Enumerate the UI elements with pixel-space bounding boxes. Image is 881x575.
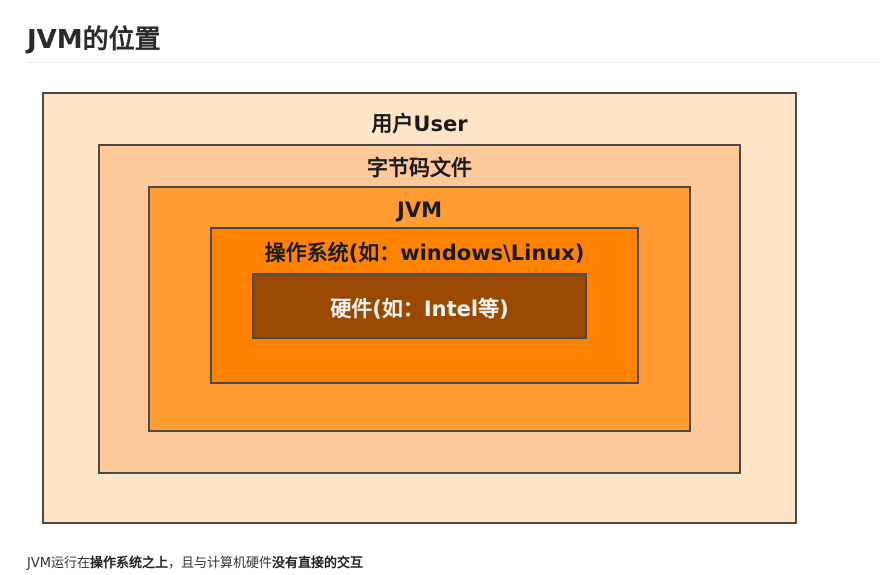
diagram-caption: JVM运行在操作系统之上，且与计算机硬件没有直接的交互 — [27, 554, 363, 574]
section-title: JVM的位置 — [27, 25, 161, 55]
layer-hardware-label: 硬件(如：Intel等) — [330, 297, 509, 321]
layer-hardware: 硬件(如：Intel等) — [252, 273, 587, 339]
caption-emphasis-2: 没有直接的交互 — [271, 556, 363, 571]
layer-user-label: 用户User — [371, 112, 468, 136]
caption-text-2: ，且与计算机硬件 — [167, 556, 272, 571]
title-divider — [27, 62, 879, 63]
layer-os-label: 操作系统(如：windows\Linux) — [264, 241, 585, 265]
caption-text-1: JVM运行在 — [27, 556, 90, 571]
layer-jvm-label: JVM — [397, 198, 442, 222]
caption-emphasis-1: 操作系统之上 — [89, 556, 168, 571]
layer-bytecode-label: 字节码文件 — [367, 156, 472, 180]
